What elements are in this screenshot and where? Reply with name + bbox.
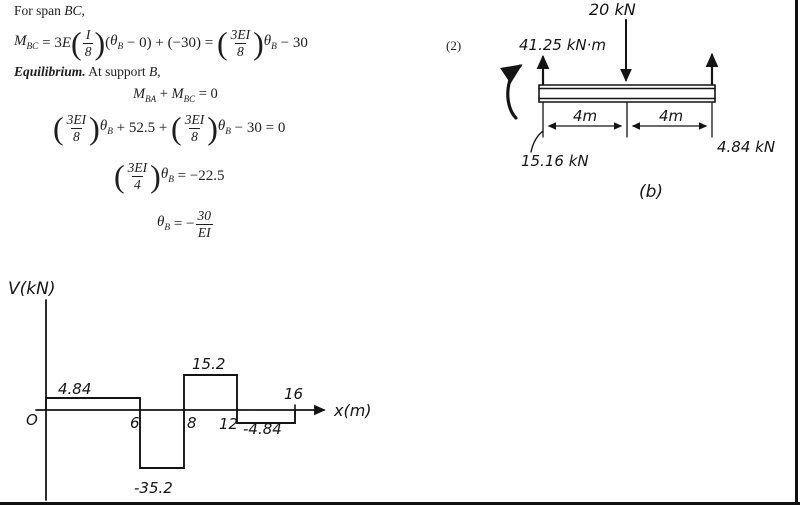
equation-2-number: (2) <box>446 38 462 53</box>
x-tick-label-12: 12 <box>219 415 238 433</box>
x-tick-label-16: 16 <box>284 385 303 403</box>
x-axis-label: x(m) <box>333 401 372 420</box>
point-load-label: 20 kN <box>589 0 636 19</box>
y-axis-label: V(kN) <box>8 279 55 299</box>
shear-curve <box>45 374 296 469</box>
page-edge-right <box>795 0 798 505</box>
span-intro-text: For span BC, <box>14 3 85 18</box>
equation-moment-sum: MBA + MBC = 0 <box>133 86 218 104</box>
x-tick-label-6: 6 <box>130 414 140 432</box>
right-reaction-label: 4.84 kN <box>717 138 775 156</box>
beam <box>538 84 716 103</box>
shear-value-label-1: 4.84 <box>58 380 91 398</box>
equilibrium-heading: Equilibrium. At support B, <box>14 64 161 79</box>
beam-diagram: 20 kN 41.25 kN·m 4m 4m 15.16 kN 4.84 kN … <box>500 0 775 202</box>
dimension-lines <box>542 102 713 138</box>
left-reaction-label: 15.16 kN <box>521 152 589 170</box>
span-left-label: 4m <box>573 107 597 125</box>
origin-label: O <box>26 411 38 429</box>
applied-moment-label: 41.25 kN·m <box>519 36 606 54</box>
moment-arrow <box>500 64 523 120</box>
shear-value-label-3: 15.2 <box>192 355 225 373</box>
shear-diagram: V(kN) x(m) 4.84 15.2 16 -4.84 -35.2 O 6 … <box>8 279 372 501</box>
left-reaction-leader <box>530 130 544 153</box>
shear-value-label-2: -35.2 <box>134 479 173 497</box>
shear-value-label-4: -4.84 <box>243 420 282 438</box>
span-right-label: 4m <box>659 107 683 125</box>
page-edge-bottom <box>0 502 800 505</box>
x-tick-label-8: 8 <box>187 414 197 432</box>
figure-caption: (b) <box>639 182 663 202</box>
